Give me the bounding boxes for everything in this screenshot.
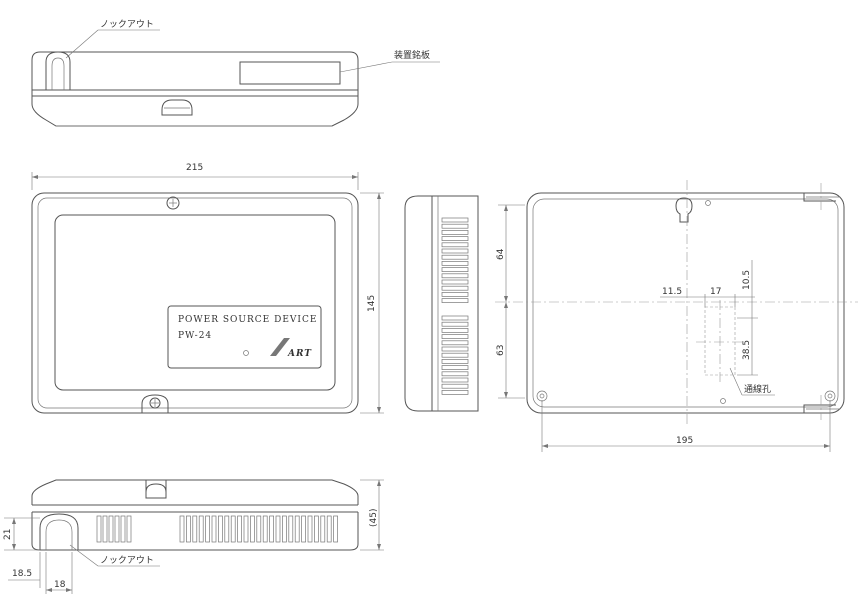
dim-width-215	[31, 172, 359, 190]
vent-slot	[441, 346, 469, 352]
vent-slot	[441, 352, 469, 358]
dim-hole-offsets	[660, 260, 758, 376]
dim-knockout	[4, 517, 73, 594]
vent-slot	[192, 515, 198, 543]
knockout-callout-bottom: ノックアウト	[69, 544, 160, 567]
vent-slot	[198, 515, 204, 543]
bottom-view	[31, 479, 359, 551]
vent-slot	[441, 242, 469, 248]
vent-slot	[333, 515, 338, 543]
vent-slot	[301, 515, 306, 543]
vent-slot	[441, 248, 469, 254]
vent-slot	[294, 515, 300, 543]
dim-lower-text: 63	[496, 345, 506, 356]
vent-slot	[126, 515, 132, 543]
knockout-label-bottom: ノックアウト	[100, 555, 154, 566]
vent-slot	[205, 515, 210, 543]
vent-slot	[314, 515, 319, 543]
dim-depth	[360, 479, 384, 551]
vent-slot	[441, 390, 469, 395]
vent-slot	[441, 383, 469, 389]
vent-slot	[441, 377, 469, 383]
vent-slot	[441, 371, 469, 377]
vent-slot	[441, 315, 469, 321]
vent-slot	[262, 515, 268, 543]
vent-slot	[441, 359, 469, 364]
vent-slot	[441, 230, 469, 235]
vent-slot	[441, 365, 469, 370]
dim-height-text: 145	[367, 295, 377, 312]
vent-slot	[288, 515, 294, 543]
dim-hole-width-text: 17	[710, 287, 721, 297]
vent-slot	[256, 515, 262, 543]
side-view	[404, 195, 479, 412]
dim-offset-y-text: 10.5	[742, 270, 752, 290]
dim-depth-text: (45)	[369, 509, 379, 527]
plate-model: PW-24	[178, 331, 212, 341]
vent-slot	[237, 515, 242, 543]
vent-slot	[441, 267, 469, 272]
vent-slot	[441, 292, 469, 297]
vent-hole-label: 通線孔	[744, 383, 771, 395]
vent-slot	[320, 515, 326, 543]
dim-offset-x-text: 11.5	[662, 287, 682, 297]
dim-knock-height-text: 21	[3, 529, 13, 540]
vent-slot	[114, 515, 120, 543]
dim-height-145	[360, 192, 384, 414]
dim-rear-vertical	[498, 204, 525, 399]
vent-slot	[186, 515, 191, 543]
vent-slot	[441, 217, 469, 223]
art-logo: ART	[287, 349, 312, 359]
vent-slot	[250, 515, 255, 543]
bottom-vent-slots-left	[96, 515, 132, 543]
vent-slot	[96, 515, 102, 543]
vent-slot	[211, 515, 217, 543]
plate-title: POWER SOURCE DEVICE	[178, 315, 317, 325]
vent-slot	[307, 515, 313, 543]
vent-slot	[441, 254, 469, 260]
knockout-label-top: ノックアウト	[100, 19, 154, 30]
nameplate-callout: 装置銘板	[339, 49, 440, 73]
vent-slot	[230, 515, 236, 543]
vent-slot	[441, 298, 469, 303]
dim-knock-offset-text: 18.5	[12, 569, 32, 579]
vent-slot	[441, 236, 469, 241]
nameplate-label: 装置銘板	[394, 49, 430, 61]
vent-slot	[441, 340, 469, 346]
side-vent-slots	[441, 217, 469, 395]
bottom-vent-slots-right	[179, 515, 338, 543]
dim-hole-height-text: 38.5	[742, 340, 752, 360]
dim-upper-text: 64	[496, 248, 506, 260]
vent-slot	[269, 515, 274, 543]
vent-slot	[441, 273, 469, 279]
dim-rear-width-text: 195	[676, 436, 693, 446]
knockout-callout-top: ノックアウト	[65, 19, 160, 59]
vent-slot	[441, 328, 469, 333]
vent-slot	[441, 261, 469, 266]
vent-slot	[441, 279, 469, 285]
vent-hole-callout: 通線孔	[729, 367, 775, 396]
vent-slot	[243, 515, 249, 543]
vent-slot	[120, 515, 126, 543]
vent-slot	[282, 515, 287, 543]
vent-slot	[441, 223, 469, 229]
dim-width-text: 215	[186, 163, 203, 173]
vent-slot	[179, 515, 185, 543]
vent-slot	[218, 515, 223, 543]
front-view	[31, 192, 359, 414]
top-view	[31, 51, 359, 127]
vent-slot	[108, 515, 114, 543]
vent-slot	[441, 285, 469, 291]
vent-slot	[441, 334, 469, 339]
vent-slot	[441, 321, 469, 327]
vent-slot	[102, 515, 108, 543]
dim-knock-width-text: 18	[54, 580, 66, 590]
vent-slot	[326, 515, 332, 543]
dim-rear-195	[541, 400, 831, 452]
vent-slot	[275, 515, 281, 543]
rear-view	[495, 180, 858, 425]
vent-slot	[224, 515, 230, 543]
